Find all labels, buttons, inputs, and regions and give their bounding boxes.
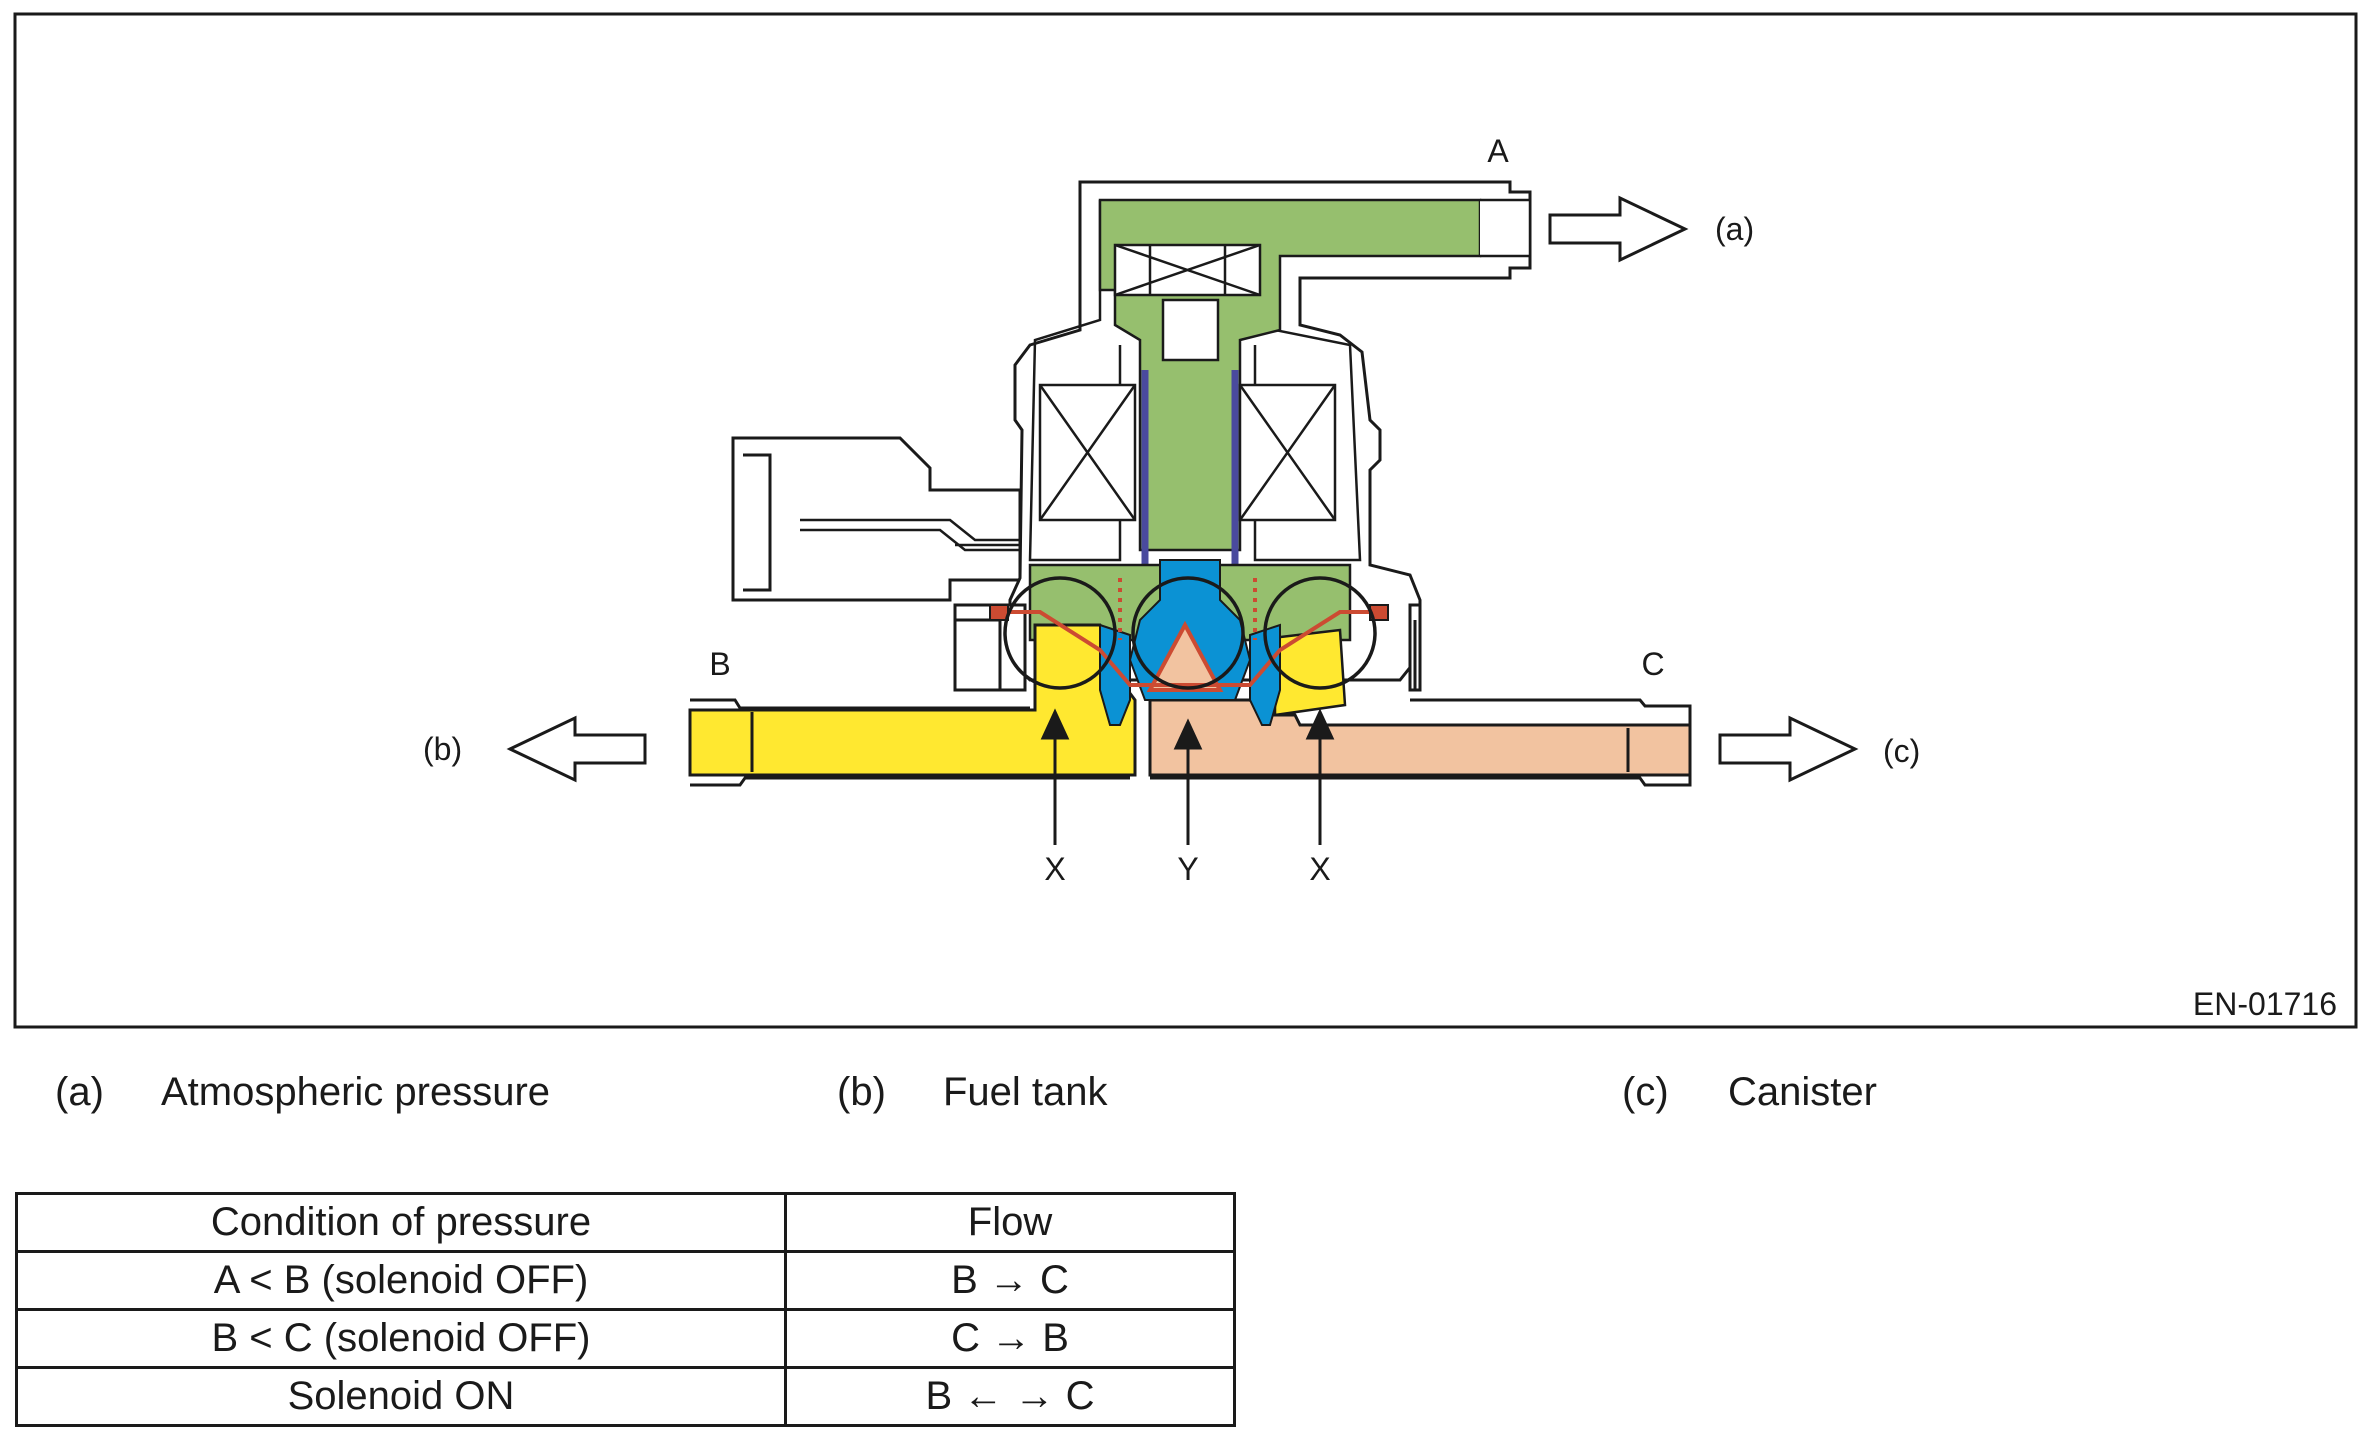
table-row: Solenoid ON B ← → C	[15, 1366, 1236, 1427]
arrow-c	[1718, 715, 1859, 783]
flow-cell: C → B	[784, 1308, 1236, 1369]
figure-id: EN-01716	[2193, 986, 2337, 1022]
port-label-a: A	[1487, 133, 1509, 169]
legend-text: Fuel tank	[943, 1070, 1108, 1114]
condition-cell: B < C (solenoid OFF)	[15, 1308, 787, 1369]
table-row: B < C (solenoid OFF) C → B	[15, 1308, 1236, 1369]
callout-x-right: X	[1309, 851, 1330, 887]
check-valves	[1099, 559, 1281, 726]
legend-item-c: (c) Canister	[1622, 1070, 1877, 1115]
legend-item-a: (a) Atmospheric pressure	[55, 1070, 550, 1115]
port-label-b: B	[709, 646, 730, 682]
legend-key: (a)	[55, 1070, 104, 1114]
filter-element	[1113, 243, 1262, 297]
arrow-b	[506, 715, 647, 783]
port-label-c: C	[1641, 646, 1664, 682]
flow-label-c: (c)	[1883, 733, 1920, 769]
detail-circles	[1003, 576, 1377, 690]
callout-x-left: X	[1044, 851, 1065, 887]
diaphragms	[995, 578, 1385, 687]
callout-leaders	[1040, 708, 1335, 845]
condition-cell: A < B (solenoid OFF)	[15, 1250, 787, 1311]
port-a-nozzle	[1480, 198, 1532, 258]
pressure-flow-table: Condition of pressure Flow A < B (soleno…	[15, 1192, 1236, 1427]
legend-key: (b)	[837, 1070, 886, 1114]
header-flow: Flow	[784, 1192, 1236, 1253]
arrow-a	[1548, 195, 1689, 263]
legend-text: Canister	[1728, 1070, 1877, 1114]
condition-cell: Solenoid ON	[15, 1366, 787, 1427]
flow-cell: B ← → C	[784, 1366, 1236, 1427]
legend-key: (c)	[1622, 1070, 1669, 1114]
flow-label-b: (b)	[423, 731, 462, 767]
legend-item-b: (b) Fuel tank	[837, 1070, 1108, 1115]
figure-frame	[13, 12, 2358, 1029]
legend-text: Atmospheric pressure	[161, 1070, 551, 1114]
header-condition: Condition of pressure	[15, 1192, 787, 1253]
table-header-row: Condition of pressure Flow	[15, 1192, 1236, 1253]
flow-arrows	[506, 195, 1859, 783]
pipe-outlines	[690, 698, 1692, 787]
flow-label-a: (a)	[1715, 211, 1754, 247]
solenoid-coil	[1038, 298, 1337, 522]
diaphragm-clip-left	[989, 604, 1009, 621]
table-row: A < B (solenoid OFF) B → C	[15, 1250, 1236, 1311]
fuel-tank-chamber	[688, 623, 1137, 777]
center-cone	[1146, 620, 1224, 692]
canister-chamber	[1148, 698, 1692, 777]
flow-cell: B → C	[784, 1250, 1236, 1311]
callout-y: Y	[1177, 851, 1198, 887]
